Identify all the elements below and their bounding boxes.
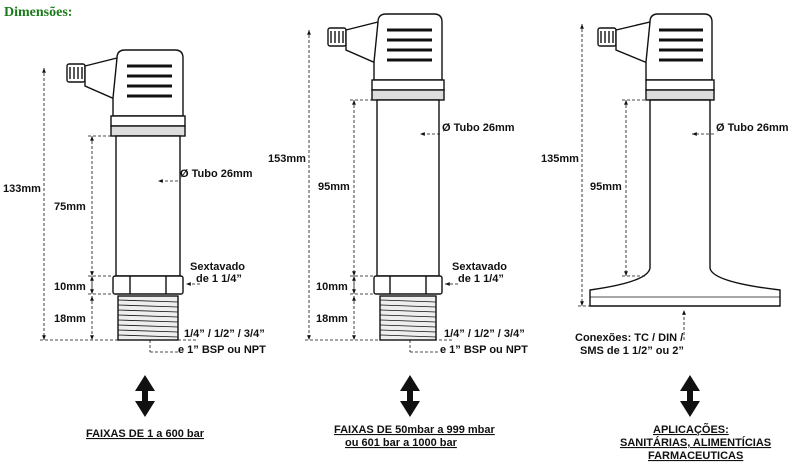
thread [379,295,437,341]
sensor-tube [376,99,440,277]
sensor-1-dimensions [40,68,200,353]
sensor1-tube-length: 75mm [54,201,86,213]
sensor-3-dimensions [578,24,714,340]
sensor2-total-length: 153mm [268,153,306,165]
connector-neck [345,21,379,66]
hex-nut [112,275,184,295]
sensor1-range: FAIXAS DE 1 a 600 bar [86,428,205,440]
sensor3-applications-line-2: FARMACEUTICAS [648,450,743,462]
double-arrow-icon [400,375,420,417]
sensor-2-dimensions [305,29,458,353]
sensor2-tube-diameter: Ø Tubo 26mm [442,122,515,134]
double-arrow-icon [680,375,700,417]
sensor3-connection-label-2: SMS de 1 1/2” ou 2” [580,345,684,357]
sensor2-hex-height: 10mm [316,281,348,293]
sensor1-tube-diameter: Ø Tubo 26mm [180,168,253,180]
sensor3-tube-length: 95mm [590,181,622,193]
sensor-ring-top [645,79,715,91]
sensor2-hex-label-2: de 1 1/4” [458,273,504,285]
sensor3-applications-title: APLICAÇÕES: [653,423,729,436]
sensor1-hex-label-2: de 1 1/4” [196,273,242,285]
connector-neck [84,57,118,102]
sensor-ring-bottom [645,89,715,101]
sensor3-total-length: 135mm [541,153,579,165]
sensor2-thread-label-2: e 1” BSP ou NPT [440,344,528,356]
sensor1-thread-label-1: 1/4” / 1/2” / 3/4” [184,328,265,340]
hex-nut [373,275,443,295]
connector-head [373,13,443,81]
sensor-ring-bottom [371,89,445,101]
sensor-1 [66,49,186,341]
sensor1-thread-label-2: e 1” BSP ou NPT [178,344,266,356]
thread [117,295,179,341]
sensor-3 [589,13,781,307]
sensor-ring-bottom [110,125,186,137]
sensor2-thread-height: 18mm [316,313,348,325]
page-title: Dimensões: [4,5,72,20]
sensor2-thread-label-1: 1/4” / 1/2” / 3/4” [444,328,525,340]
double-arrow-icon [135,375,155,417]
connector-head [645,13,713,81]
sensor-2 [327,13,445,341]
sensor3-connection-label-1: Conexões: TC / DIN / [575,332,683,344]
sensor3-applications-line-1: SANITÁRIAS, ALIMENTÍCIAS [620,436,771,449]
sensor1-total-length: 133mm [3,183,41,195]
connector-head [112,49,184,117]
connector-neck [615,21,651,66]
sensor2-range-line-1: FAIXAS DE 50mbar a 999 mbar [334,424,496,436]
sensor-ring-top [110,115,186,127]
sensor-ring-top [371,79,445,91]
sensor-tube [115,135,181,277]
sensor2-tube-length: 95mm [318,181,350,193]
sensor3-tube-diameter: Ø Tubo 26mm [716,122,789,134]
sensor2-hex-label-1: Sextavado [452,261,507,273]
sensor1-thread-height: 18mm [54,313,86,325]
sensor1-hex-label-1: Sextavado [190,261,245,273]
sensor2-range-line-2: ou 601 bar a 1000 bar [345,437,458,449]
sensor1-hex-height: 10mm [54,281,86,293]
